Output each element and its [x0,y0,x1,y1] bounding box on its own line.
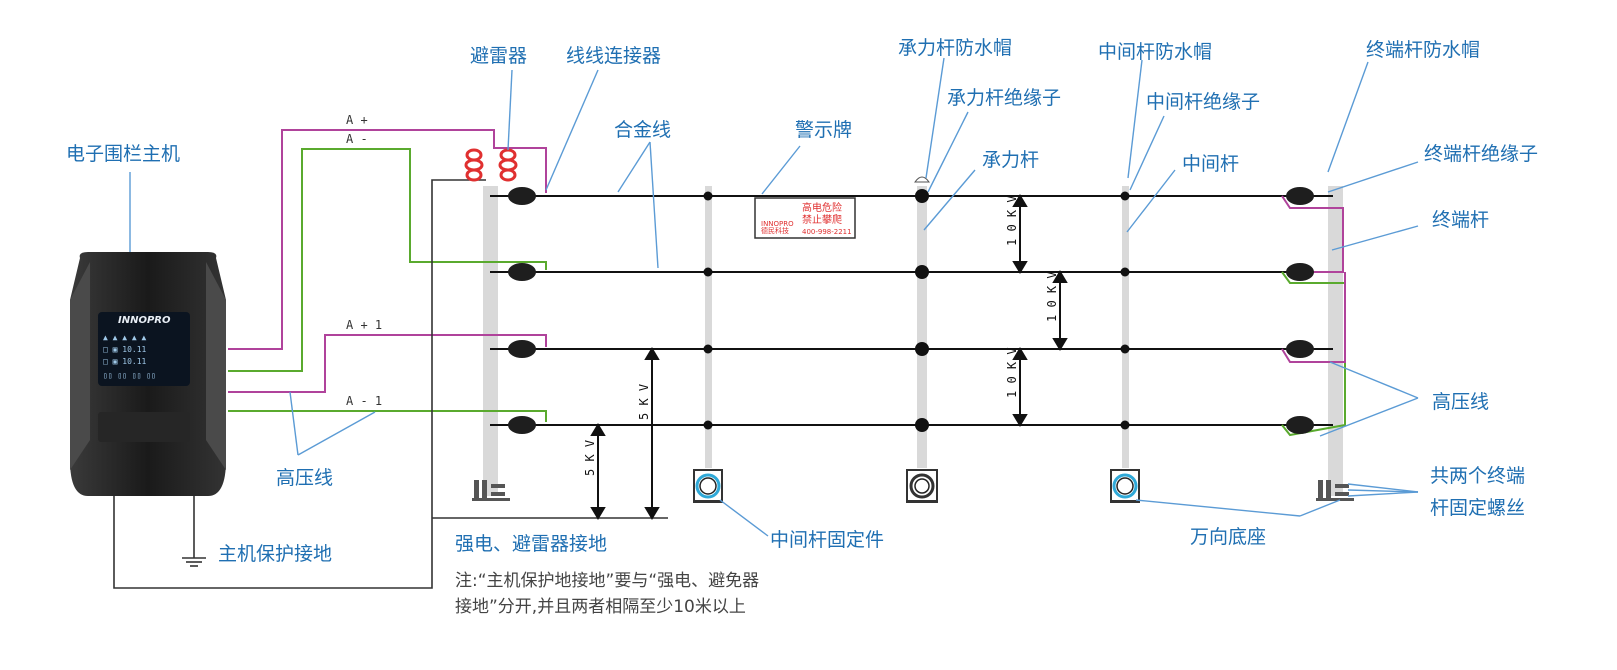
wire-a-minus [228,148,547,372]
left-insulators [508,187,536,434]
wire-label-a-minus-1: A - 1 [346,394,382,408]
label-arrester: 避雷器 [470,45,527,67]
fence-wires [490,195,1333,426]
kv5-b-label: 5 K V [637,384,651,420]
sign-brand: INNOPRO [761,220,794,228]
leader-lines [129,57,1419,537]
device-brand: INNOPRO [118,315,171,326]
label-terminal-pole: 终端杆 [1432,209,1489,231]
kv10-mid-label: 1 0 K V [1045,271,1059,322]
terminal-loop-magenta-2 [1281,272,1346,363]
label-middle-fixture: 中间杆固定件 [770,529,884,551]
host-device: INNOPRO ▲ ▲ ▲ ▲ ▲ □ ▣ 10.11 □ ▣ 10.11 ▯▯… [70,252,226,496]
label-universal-base: 万向底座 [1190,526,1266,548]
label-hv-wire-right: 高压线 [1432,391,1489,413]
middle-fixture-2 [1110,469,1140,503]
label-warning-sign: 警示牌 [795,119,852,141]
sign-phone: 400-998-2211 [802,228,852,236]
label-terminal-cap: 终端杆防水帽 [1366,39,1480,61]
svg-text:▯▯ ▯▯ ▯▯ ▯▯: ▯▯ ▯▯ ▯▯ ▯▯ [103,371,156,380]
terminal-pole-screws [1316,480,1354,501]
warning-sign: 高电危险 禁止攀爬 400-998-2211 INNOPRO 德民科技 [754,197,856,239]
pole-bases [472,469,1354,503]
label-host-ground: 主机保护接地 [218,543,332,565]
arrester-1 [464,148,484,182]
device-display: ▲ ▲ ▲ ▲ ▲ □ ▣ 10.11 □ ▣ 10.11 ▯▯ ▯▯ ▯▯ ▯… [103,333,156,380]
middle-pole-2 [1122,186,1129,468]
bearing-base [906,469,938,503]
note-line2: 接地”分开,并且两者相隔至少10米以上 [455,597,746,617]
wire-label-a-plus-1: A + 1 [346,318,382,332]
label-terminal-screws-1: 共两个终端 [1430,465,1525,487]
kv5-a-label: 5 K V [583,440,597,476]
middle-pole-1 [705,186,712,468]
bearing-pole-left [483,186,498,496]
insulator-left-3 [508,340,536,358]
label-middle-pole: 中间杆 [1182,153,1239,175]
label-middle-cap: 中间杆防水帽 [1098,41,1212,63]
insulator-term-4 [1286,416,1314,434]
insulator-term-2 [1286,263,1314,281]
insulator-left-2 [508,263,536,281]
wire-a-plus-1 [228,334,547,393]
note-line1: 注:“主机保护地接地”要与“强电、避免器 [455,571,759,591]
svg-text:□ ▣ 10.11: □ ▣ 10.11 [103,345,147,354]
lead-wires [228,129,1346,437]
insulator-term-1 [1286,187,1314,205]
insulator-term-3 [1286,340,1314,358]
insulator-left-4 [508,416,536,434]
sign-line1: 高电危险 [802,201,842,214]
wire-label-a-plus: A + [346,113,368,127]
bearing-insulators [915,189,929,432]
kv10-low-label: 1 0 K V [1005,347,1019,398]
poles [483,186,1343,496]
terminal-pole [1328,186,1343,496]
terminal-loop-magenta-1 [1281,195,1344,273]
label-bearing-insulator: 承力杆绝缘子 [947,87,1061,109]
svg-text:□ ▣ 10.11: □ ▣ 10.11 [103,357,147,366]
wire-a-plus [228,129,547,350]
wire-label-a-minus: A - [346,132,368,146]
sign-line2: 禁止攀爬 [802,213,842,226]
svg-text:▲ ▲ ▲ ▲ ▲: ▲ ▲ ▲ ▲ ▲ [103,333,147,342]
label-terminal-screws-2: 杆固定螺丝 [1430,497,1525,519]
terminal-insulators [1286,187,1314,434]
sign-brand-cn: 德民科技 [761,226,789,235]
middle-fixture-1 [693,469,723,503]
label-alloy-wire: 合金线 [614,119,671,141]
strong-ground-line [113,179,486,589]
kv10-top-label: 1 0 K V [1005,195,1019,246]
label-middle-insulator: 中间杆绝缘子 [1146,91,1260,113]
wire-a-minus-1 [228,410,547,422]
arrester-2 [498,148,518,182]
label-connector: 线线连接器 [566,45,661,67]
label-bearing-pole: 承力杆 [982,149,1039,171]
ground-lines [113,179,668,589]
label-bearing-cap: 承力杆防水帽 [898,37,1012,59]
label-strong-ground: 强电、避雷器接地 [455,533,607,555]
label-terminal-insulator: 终端杆绝缘子 [1424,143,1538,165]
bearing-pole-center [917,186,927,468]
label-host: 电子围栏主机 [66,143,180,165]
voltage-arrows [590,194,1068,520]
middle-insulators [703,191,1130,430]
label-hv-wire-left: 高压线 [276,467,333,489]
lightning-arresters [464,148,518,182]
bearing-cap [914,176,930,183]
left-pole-screws [472,480,510,501]
insulator-left-1 [508,187,536,205]
